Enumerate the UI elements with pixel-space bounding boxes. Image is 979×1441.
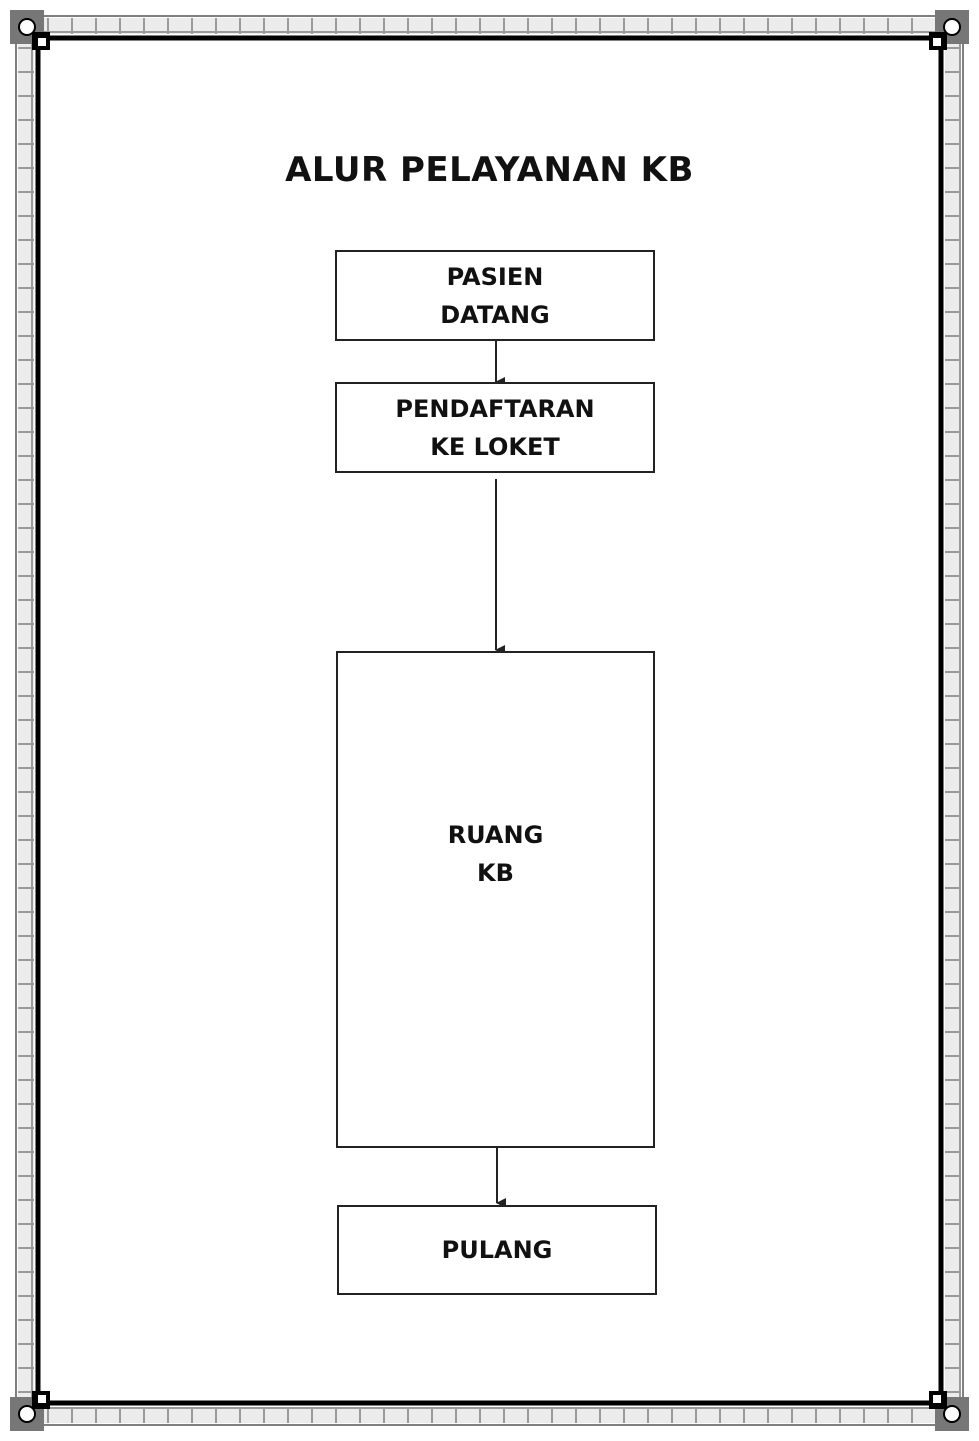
corner-ornament-icon: [929, 10, 969, 50]
flow-step-label: PULANG: [441, 1236, 553, 1264]
flow-step-pulang: PULANG: [337, 1205, 657, 1295]
corner-ornament-icon: [929, 1391, 969, 1431]
flow-step-label: KE LOKET: [430, 432, 560, 461]
flow-step-ruang-kb: RUANG KB: [336, 651, 655, 1148]
flow-step-label: KB: [477, 858, 514, 887]
flow-step-label: DATANG: [440, 300, 550, 329]
flow-step-label: RUANG: [447, 820, 544, 849]
flow-step-pendaftaran: PENDAFTARAN KE LOKET: [335, 382, 655, 473]
corner-ornament-icon: [10, 10, 50, 50]
flow-step-text: RUANG KB: [448, 816, 544, 892]
flow-step-pasien-datang: PASIEN DATANG: [335, 250, 655, 341]
page-title: ALUR PELAYANAN KB: [285, 150, 694, 190]
flow-step-label: PASIEN: [446, 262, 544, 291]
corner-ornament-icon: [10, 1391, 50, 1431]
flow-step-label: PENDAFTARAN: [395, 394, 595, 423]
